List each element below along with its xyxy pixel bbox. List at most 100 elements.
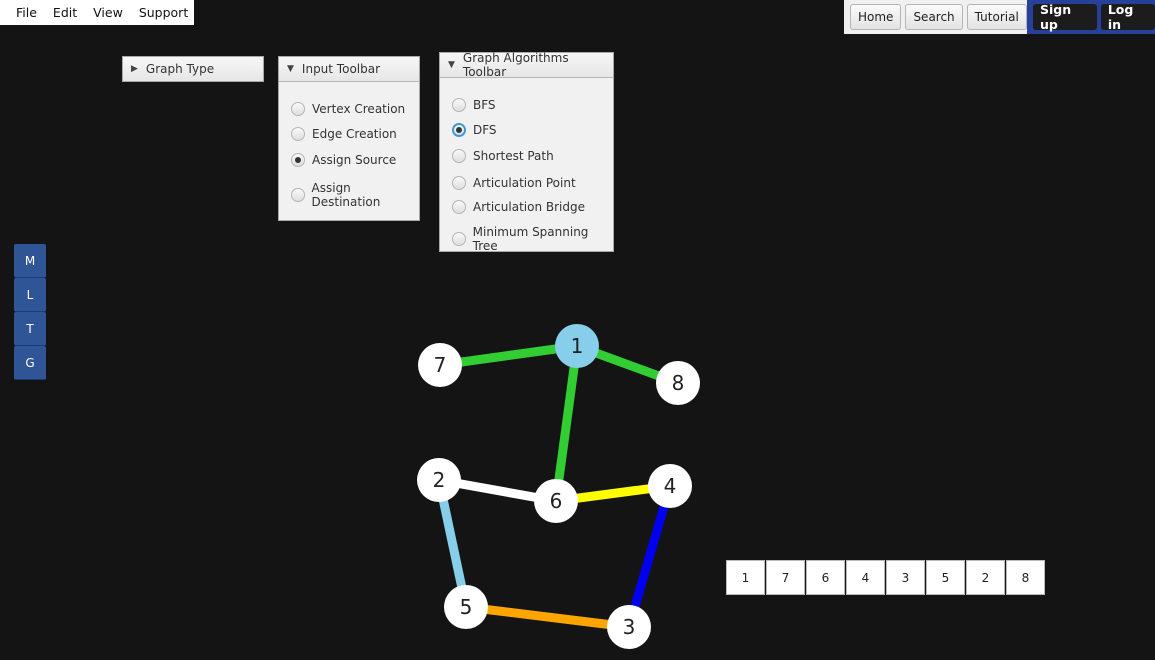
vertex-circle[interactable] <box>555 324 599 368</box>
radio-button[interactable] <box>291 102 305 116</box>
vertex-label: 8 <box>672 371 685 395</box>
edge-2-5[interactable] <box>434 479 471 608</box>
input-toolbar-title: Input Toolbar <box>301 62 381 76</box>
radio-button[interactable] <box>452 232 466 246</box>
radio-vertex-creation[interactable]: Vertex Creation <box>291 102 405 116</box>
order-cell: 6 <box>806 560 845 595</box>
radio-label: Articulation Point <box>473 176 576 190</box>
radio-articulation-bridge[interactable]: Articulation Bridge <box>452 200 585 214</box>
order-cell: 5 <box>926 560 965 595</box>
radio-button[interactable] <box>291 188 305 202</box>
graph-type-panel: ▶ Graph Type <box>122 56 264 82</box>
radio-bfs[interactable]: BFS <box>452 98 496 112</box>
radio-button[interactable] <box>452 149 466 163</box>
radio-label: Minimum Spanning Tree <box>472 225 589 253</box>
traversal-order: 1 7 6 4 3 5 2 8 <box>726 560 1046 595</box>
vertex-2[interactable]: 2 <box>417 458 461 502</box>
edge-4-3[interactable] <box>624 484 675 629</box>
edge-1-6[interactable] <box>551 345 582 502</box>
vertex-circle[interactable] <box>607 605 651 649</box>
vertex-1[interactable]: 1 <box>555 324 599 368</box>
home-button[interactable]: Home <box>850 4 902 30</box>
input-toolbar-header[interactable]: ▼ Input Toolbar <box>279 57 419 82</box>
side-button-l[interactable]: L <box>14 278 46 312</box>
vertex-label: 5 <box>460 595 473 619</box>
vertex-label: 1 <box>571 334 584 358</box>
radio-button[interactable] <box>452 200 466 214</box>
order-cell: 7 <box>766 560 805 595</box>
radio-label: Assign Destination <box>311 181 381 209</box>
order-cell: 4 <box>846 560 885 595</box>
vertex-label: 6 <box>550 489 563 513</box>
side-button-g[interactable]: G <box>14 346 46 380</box>
radio-button[interactable] <box>452 176 466 190</box>
radio-label: Vertex Creation <box>312 102 406 116</box>
radio-minimum-spanning-tree[interactable]: Minimum Spanning Tree <box>452 225 613 253</box>
edge-6-4[interactable] <box>555 481 671 506</box>
expand-arrow-icon: ▶ <box>131 64 138 74</box>
vertex-circle[interactable] <box>534 479 578 523</box>
vertex-5[interactable]: 5 <box>444 585 488 629</box>
menu-bar: File Edit View Support <box>0 0 194 25</box>
vertex-circle[interactable] <box>648 464 692 508</box>
algorithms-toolbar-panel: ▼ Graph Algorithms Toolbar BFS DFS Short… <box>439 51 614 253</box>
radio-assign-destination[interactable]: Assign Destination <box>291 181 419 209</box>
vertex-label: 2 <box>433 468 446 492</box>
auth-bar: Sign up Log in <box>1027 0 1155 34</box>
menu-file[interactable]: File <box>16 5 37 20</box>
menu-view[interactable]: View <box>93 5 123 20</box>
order-cell: 3 <box>886 560 925 595</box>
vertex-label: 3 <box>623 615 636 639</box>
edge-2-6[interactable] <box>438 475 557 506</box>
vertex-circle[interactable] <box>656 361 700 405</box>
vertex-circle[interactable] <box>444 585 488 629</box>
radio-label: Articulation Bridge <box>473 200 585 214</box>
tutorial-button[interactable]: Tutorial <box>966 4 1027 30</box>
radio-articulation-point[interactable]: Articulation Point <box>452 176 576 190</box>
menu-edit[interactable]: Edit <box>52 5 78 20</box>
graph-type-header[interactable]: ▶ Graph Type <box>123 57 263 81</box>
radio-edge-creation[interactable]: Edge Creation <box>291 127 397 141</box>
vertex-circle[interactable] <box>418 343 462 387</box>
radio-label: BFS <box>473 98 496 112</box>
side-button-stack: M L T G <box>14 244 46 380</box>
radio-label: DFS <box>473 123 497 137</box>
vertex-6[interactable]: 6 <box>534 479 578 523</box>
radio-button-selected[interactable] <box>452 123 466 137</box>
edge-7-1[interactable] <box>439 341 578 370</box>
vertex-label: 7 <box>434 353 447 377</box>
search-button[interactable]: Search <box>905 4 963 30</box>
vertex-4[interactable]: 4 <box>648 464 692 508</box>
radio-button[interactable] <box>291 127 305 141</box>
radio-dfs[interactable]: DFS <box>452 123 497 137</box>
vertex-8[interactable]: 8 <box>656 361 700 405</box>
side-button-m[interactable]: M <box>14 244 46 278</box>
vertex-7[interactable]: 7 <box>418 343 462 387</box>
radio-button[interactable] <box>452 98 466 112</box>
order-cell: 2 <box>966 560 1005 595</box>
menu-support[interactable]: Support <box>138 5 189 20</box>
radio-label: Shortest Path <box>473 149 554 163</box>
vertex-3[interactable]: 3 <box>607 605 651 649</box>
edge-1-8[interactable] <box>575 341 680 388</box>
vertex-label: 4 <box>664 474 677 498</box>
radio-button-selected[interactable] <box>291 153 305 167</box>
order-cell: 1 <box>726 560 765 595</box>
radio-label: Edge Creation <box>312 127 397 141</box>
top-nav: Home Search Tutorial <box>844 0 1027 34</box>
edge-5-3[interactable] <box>465 602 630 632</box>
graph-type-title: Graph Type <box>145 62 215 76</box>
login-button[interactable]: Log in <box>1100 2 1155 32</box>
vertex-circle[interactable] <box>417 458 461 502</box>
radio-assign-source[interactable]: Assign Source <box>291 153 396 167</box>
signup-button[interactable]: Sign up <box>1033 2 1097 32</box>
radio-shortest-path[interactable]: Shortest Path <box>452 149 554 163</box>
order-cell: 8 <box>1006 560 1045 595</box>
algorithms-toolbar-title: Graph Algorithms Toolbar <box>462 51 569 79</box>
radio-label: Assign Source <box>312 153 397 167</box>
input-toolbar-panel: ▼ Input Toolbar Vertex Creation Edge Cre… <box>278 56 420 221</box>
side-button-t[interactable]: T <box>14 312 46 346</box>
collapse-arrow-icon: ▼ <box>287 64 294 74</box>
algorithms-toolbar-header[interactable]: ▼ Graph Algorithms Toolbar <box>440 51 613 79</box>
collapse-arrow-icon: ▼ <box>448 60 455 70</box>
